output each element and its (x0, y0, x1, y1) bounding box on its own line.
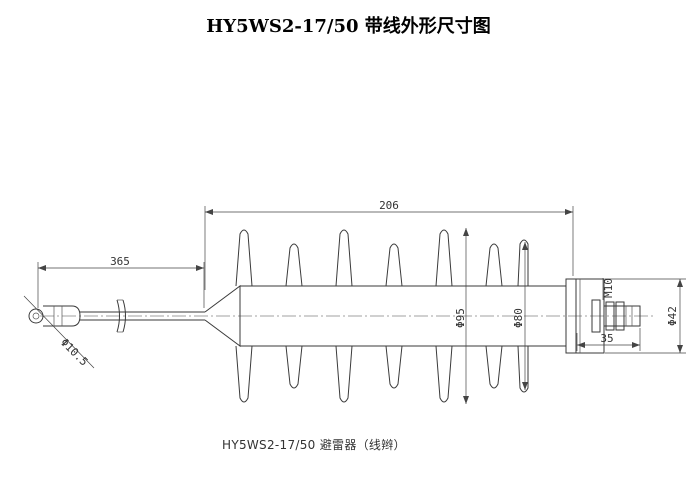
dim-lead-length (37, 262, 205, 308)
dim-terminal-length (576, 328, 641, 351)
page-title: HY5WS2-17/50 带线外形尺寸图 (206, 16, 491, 37)
dim-label-35: 35 (600, 332, 613, 345)
dim-label-80: Φ80 (512, 308, 525, 328)
dim-label-42: Φ42 (666, 306, 679, 326)
dim-overall-length (204, 206, 574, 290)
dim-label-365: 365 (110, 255, 130, 268)
dim-ring-leader (23, 295, 95, 369)
drawing-caption: HY5WS2-17/50 避雷器（线辫） (222, 438, 406, 452)
dim-flange (605, 278, 686, 354)
dim-label-206: 206 (379, 199, 399, 212)
dim-label-95: Φ95 (454, 308, 467, 328)
lead-wire (80, 299, 205, 333)
dim-label-m10: M10 (602, 278, 615, 298)
bolt-terminal (591, 299, 641, 333)
dim-label-ring: Φ10.5 (58, 336, 91, 369)
sheds (235, 229, 529, 403)
